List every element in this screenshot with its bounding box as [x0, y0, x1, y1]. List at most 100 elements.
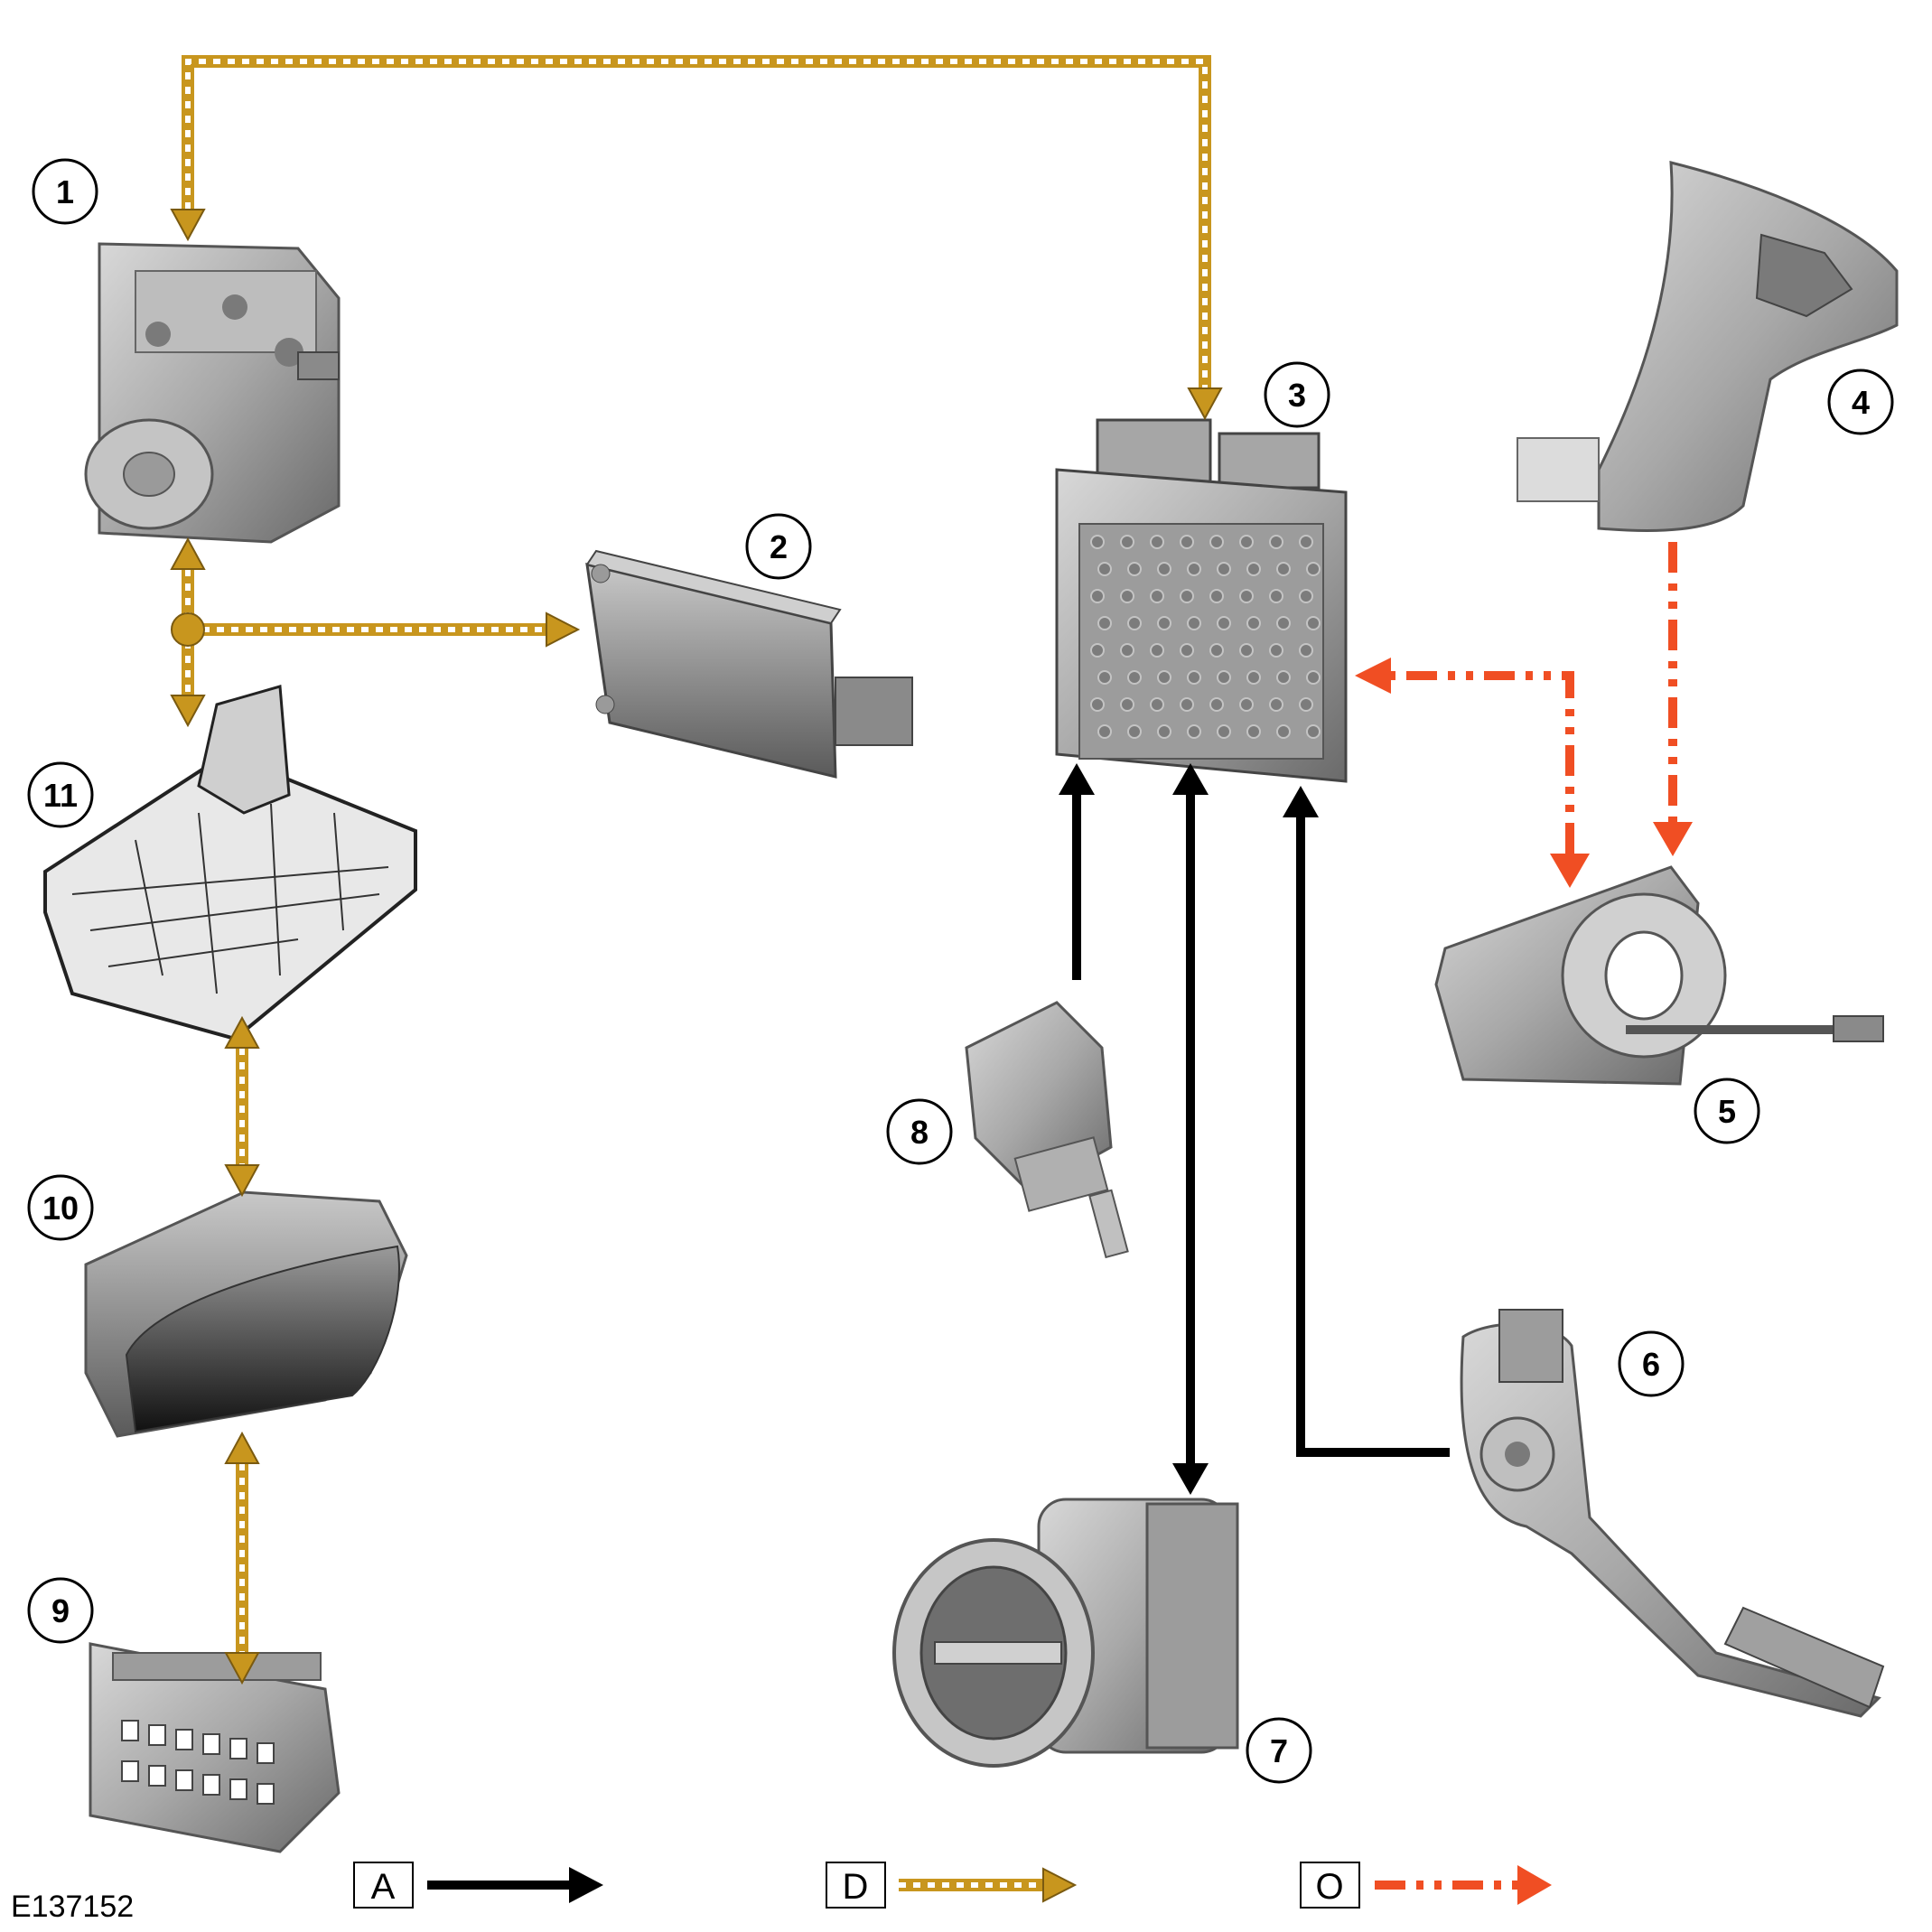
ecm-dot [1127, 562, 1142, 576]
callout-4: 4 [1827, 369, 1894, 435]
ecm-dot [1299, 697, 1313, 712]
ecm-dot [1090, 643, 1105, 658]
ecm-dot [1246, 616, 1261, 630]
legend-item-d: D [826, 1862, 1078, 1909]
ecm-dot [1209, 697, 1224, 712]
callout-11-label: 11 [43, 777, 78, 814]
ecm-dot [1157, 616, 1171, 630]
ecm-dot [1239, 589, 1254, 603]
ecm-dot [1187, 562, 1201, 576]
callout-9: 9 [27, 1577, 94, 1644]
ecm-dot [1150, 535, 1164, 549]
reference-code: E137152 [11, 1890, 134, 1924]
ecm-dot [1097, 724, 1112, 739]
ecm-dot [1217, 562, 1231, 576]
ecm-dot [1299, 589, 1313, 603]
legend-item-a: A [353, 1862, 603, 1909]
ecm-dot [1180, 697, 1194, 712]
ecm-dot [1157, 670, 1171, 685]
ecm-dot [1097, 616, 1112, 630]
ecm-dot [1090, 535, 1105, 549]
legend-a-key: A [371, 1867, 396, 1907]
legend-item-o: O [1300, 1862, 1552, 1909]
legend-d-key: D [843, 1867, 869, 1907]
ecm-dot [1246, 670, 1261, 685]
ecm-dot [1120, 589, 1134, 603]
ecm-dot [1306, 724, 1321, 739]
network-d-connections [170, 55, 1223, 1685]
ecm-dot [1180, 589, 1194, 603]
ecm-dot [1090, 589, 1105, 603]
ecm-dot [1150, 697, 1164, 712]
callout-5: 5 [1694, 1078, 1760, 1144]
ecm-dot [1120, 697, 1134, 712]
ecm-dot [1276, 616, 1291, 630]
callout-10-label: 10 [42, 1190, 79, 1227]
instrument-cluster-component [84, 1190, 408, 1438]
ecm-dot [1187, 616, 1201, 630]
callout-2: 2 [745, 513, 812, 580]
ecm-dot [1187, 670, 1201, 685]
ecm-dot [1127, 670, 1142, 685]
callout-1-label: 1 [56, 173, 74, 210]
ecm-dot [1217, 616, 1231, 630]
ecm-dot [1276, 724, 1291, 739]
callout-9-label: 9 [51, 1592, 70, 1629]
ecm-dot [1127, 724, 1142, 739]
ecm-dot [1306, 670, 1321, 685]
ecm-dot [1217, 724, 1231, 739]
callout-3-label: 3 [1288, 377, 1306, 414]
ecm-dot [1180, 535, 1194, 549]
callout-2-label: 2 [770, 528, 788, 565]
accelerator-pedal-component [1460, 1309, 1885, 1718]
ecm-dot [1306, 562, 1321, 576]
ecm-dot [1209, 535, 1224, 549]
ecm-dot [1299, 643, 1313, 658]
legend-o-key: O [1315, 1867, 1343, 1907]
ecm-dot [1209, 643, 1224, 658]
ecm-dot [1150, 643, 1164, 658]
ecm-dot [1276, 562, 1291, 576]
ecm-dot [1127, 616, 1142, 630]
ecm-dot [1209, 589, 1224, 603]
callout-3: 3 [1264, 361, 1330, 428]
ecm-dot [1269, 643, 1283, 658]
steering-switch-component [1517, 161, 1899, 532]
callout-10: 10 [27, 1174, 94, 1241]
ecm-dot [1187, 724, 1201, 739]
ecm-dot [1246, 562, 1261, 576]
ecm-cooling-dots [1090, 535, 1321, 739]
ecm-dot [1276, 670, 1291, 685]
callout-5-label: 5 [1718, 1093, 1736, 1130]
callout-8-label: 8 [910, 1114, 929, 1151]
ecm-dot [1306, 616, 1321, 630]
ecm-dot [1090, 697, 1105, 712]
callout-6: 6 [1618, 1330, 1685, 1397]
ecm-dot [1246, 724, 1261, 739]
callout-1: 1 [32, 158, 98, 225]
ecm-dot [1097, 562, 1112, 576]
ecm-dot [1239, 535, 1254, 549]
ecm-dot [1299, 535, 1313, 549]
network-a-connections [1059, 763, 1450, 1495]
callout-6-label: 6 [1642, 1346, 1660, 1383]
abs-module-component [84, 242, 341, 544]
transmission-control-component [43, 685, 417, 1041]
control-unit-2-component [585, 549, 913, 779]
obd-connector-component [89, 1642, 341, 1853]
ecm-dot [1097, 670, 1112, 685]
ecm-dot [1150, 589, 1164, 603]
steering-angle-sensor-component [1434, 865, 1884, 1086]
ecm-dot [1269, 535, 1283, 549]
ecm-dot [1269, 697, 1283, 712]
ecm-dot [1120, 535, 1134, 549]
ecm-dot [1157, 562, 1171, 576]
ecm-dot [1120, 643, 1134, 658]
network-o-connections [1355, 542, 1693, 888]
callout-8: 8 [886, 1098, 953, 1165]
callout-11: 11 [27, 761, 94, 828]
ecm-dot [1239, 643, 1254, 658]
legend: A D O [353, 1862, 1552, 1909]
ecm-dot [1239, 697, 1254, 712]
callout-4-label: 4 [1852, 384, 1870, 421]
